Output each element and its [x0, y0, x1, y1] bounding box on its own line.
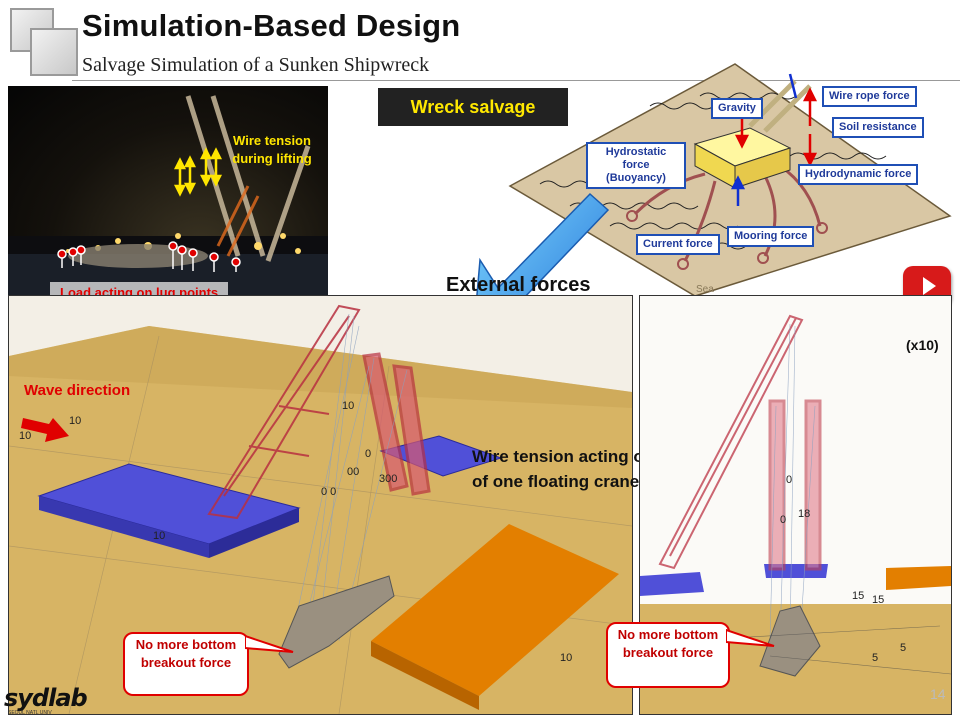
scale-number: 18: [798, 508, 811, 520]
mooring-force-label: Mooring force: [727, 226, 815, 247]
scale-number: 10: [560, 652, 573, 664]
scale-number: 10: [153, 530, 166, 542]
hydrostatic-force-label: Hydrostatic force (Buoyancy): [586, 142, 686, 189]
scale-number: 15: [872, 594, 885, 606]
callout-pointer: [245, 634, 294, 653]
gravity-label: Gravity: [711, 98, 763, 119]
speed-label: (x10): [906, 337, 939, 353]
simulation-left-panel: 10 10 10 10 10 300 0 00 0 0: [8, 295, 633, 715]
breakout-force-callout: No more bottom breakout force: [123, 632, 249, 696]
wave-direction-label: Wave direction: [24, 382, 131, 399]
scale-number: 5: [872, 652, 879, 664]
sydlab-logo: sydlab: [4, 684, 88, 712]
page-title: Simulation-Based Design: [82, 8, 461, 43]
scale-number: 5: [900, 642, 907, 654]
scale-number: 10: [19, 430, 32, 442]
sydlab-logo-subtitle: SEOUL NATL UNIV: [8, 710, 52, 716]
soil-resistance-label: Soil resistance: [832, 117, 924, 138]
scale-number: 15: [852, 590, 865, 602]
current-force-label: Current force: [636, 234, 720, 255]
scale-number: 0: [780, 514, 787, 526]
play-icon: [923, 277, 936, 295]
scale-number: 300: [379, 473, 398, 485]
callout-pointer-right: [726, 628, 775, 647]
scale-number: 0: [365, 448, 372, 460]
title-divider: [72, 80, 960, 81]
page-subtitle: Salvage Simulation of a Sunken Shipwreck: [82, 54, 430, 76]
wire-rope-force-label: Wire rope force: [822, 86, 917, 107]
forces-diagram: Sea: [508, 63, 952, 297]
breakout-force-callout-right: No more bottom breakout force: [606, 622, 730, 688]
page-number: 14: [930, 686, 946, 702]
sea-label: Sea: [696, 284, 714, 295]
simulation-left-drawing: [9, 296, 632, 714]
wire-tension-label: Wire tension during lifting: [232, 133, 312, 166]
wreck-salvage-badge: Wreck salvage: [378, 88, 568, 126]
slide-logo-front-square: [30, 28, 78, 76]
scale-number: 0 0: [321, 486, 337, 498]
scale-number: 0: [786, 474, 793, 486]
external-forces-label: External forces: [446, 274, 591, 296]
scale-number: 10: [342, 400, 355, 412]
scale-number: 00: [347, 466, 360, 478]
hydrodynamic-force-label: Hydrodynamic force: [798, 164, 919, 185]
scale-number: 10: [69, 415, 82, 427]
